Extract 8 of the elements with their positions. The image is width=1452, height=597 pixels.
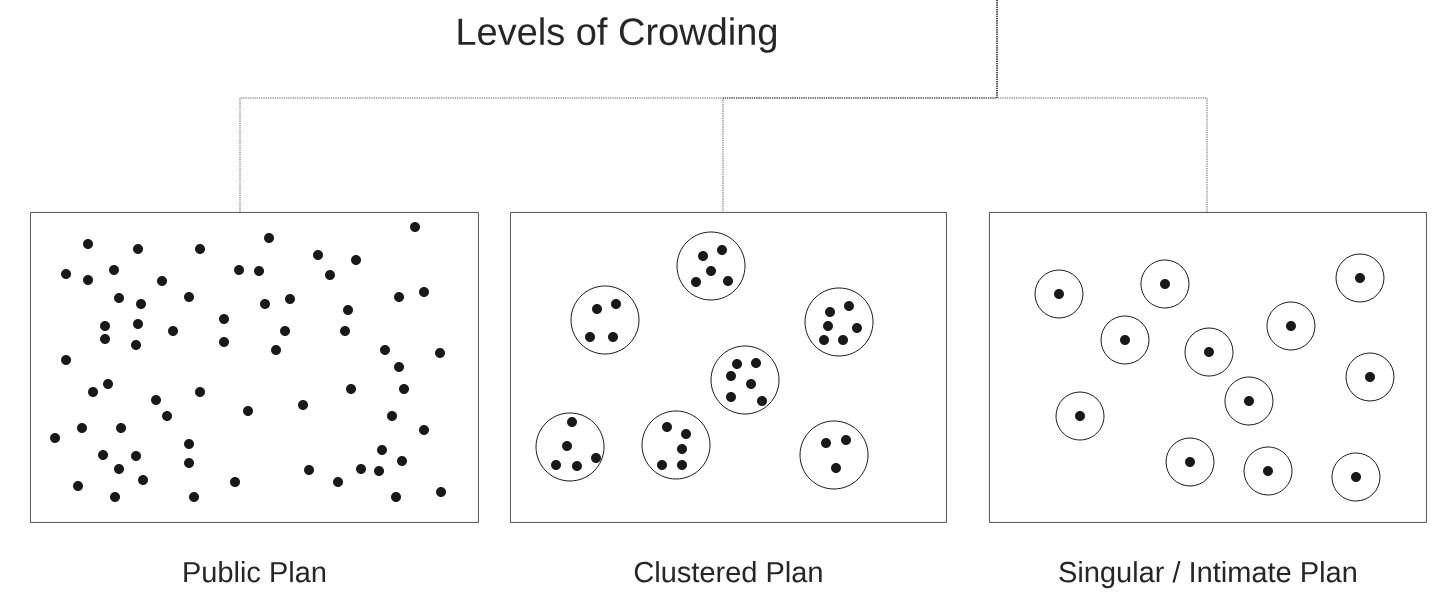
plan-box	[510, 212, 947, 523]
plan-box	[30, 212, 479, 523]
caption-text: Singular / Intimate Plan	[1059, 561, 1356, 589]
caption-text: Public Plan	[184, 561, 326, 583]
title-text: Levels of Crowding	[458, 17, 777, 53]
plan-box	[989, 212, 1427, 523]
connector-line	[996, 0, 1208, 213]
caption-text: Clustered Plan	[634, 561, 822, 583]
